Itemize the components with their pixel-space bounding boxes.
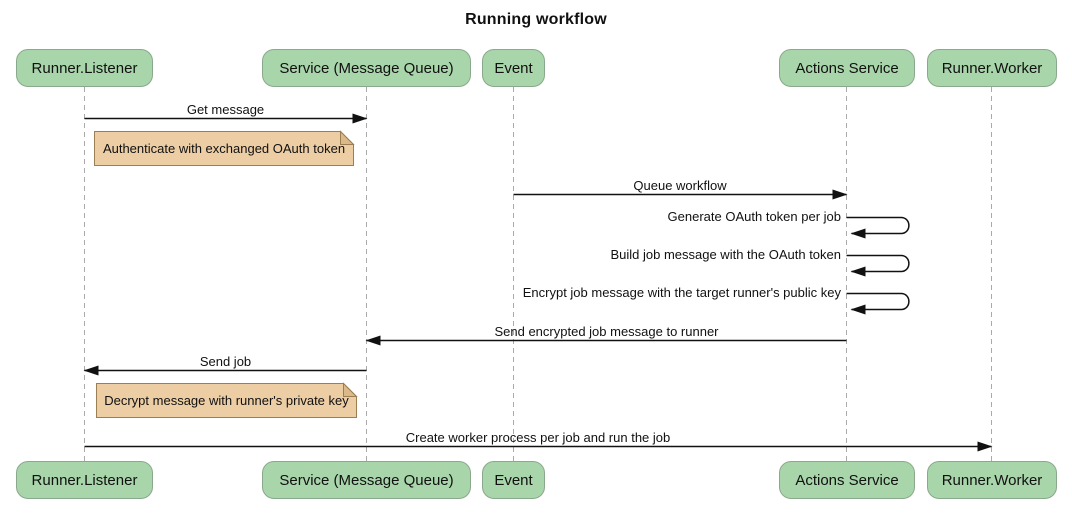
participant-bottom-runner-worker: Runner.Worker — [927, 461, 1057, 499]
self-loop-generate-oauth-token — [846, 216, 910, 239]
self-loop-build-job-message — [846, 254, 910, 277]
note-authenticate-oauth: Authenticate with exchanged OAuth token — [102, 140, 346, 156]
participant-top-event: Event — [482, 49, 545, 87]
self-loop-encrypt-job-message — [846, 292, 910, 315]
note-fold-icon — [340, 130, 355, 145]
message-label-send-job: Send job — [199, 354, 252, 369]
participant-bottom-actions-service: Actions Service — [779, 461, 915, 499]
note-fold-icon — [343, 382, 358, 397]
note-shape-decrypt — [96, 383, 357, 418]
participant-top-actions-service: Actions Service — [779, 49, 915, 87]
participant-bottom-runner-listener: Runner.Listener — [16, 461, 153, 499]
message-label-send-encrypted-job: Send encrypted job message to runner — [494, 324, 719, 339]
participant-bottom-service-message-queue: Service (Message Queue) — [262, 461, 471, 499]
message-label-create-worker-process: Create worker process per job and run th… — [405, 430, 671, 445]
participant-top-runner-listener: Runner.Listener — [16, 49, 153, 87]
participant-top-service-message-queue: Service (Message Queue) — [262, 49, 471, 87]
participant-top-runner-worker: Runner.Worker — [927, 49, 1057, 87]
message-label-build-job-message: Build job message with the OAuth token — [610, 247, 841, 262]
diagram-title: Running workflow — [465, 11, 607, 28]
message-label-generate-oauth-token: Generate OAuth token per job — [667, 209, 841, 224]
note-shape-authenticate — [94, 131, 354, 166]
message-label-get-message: Get message — [186, 102, 265, 117]
note-decrypt-private-key: Decrypt message with runner's private ke… — [104, 392, 349, 408]
participant-bottom-event: Event — [482, 461, 545, 499]
message-label-queue-workflow: Queue workflow — [633, 178, 727, 193]
message-label-encrypt-job-message: Encrypt job message with the target runn… — [522, 285, 841, 300]
